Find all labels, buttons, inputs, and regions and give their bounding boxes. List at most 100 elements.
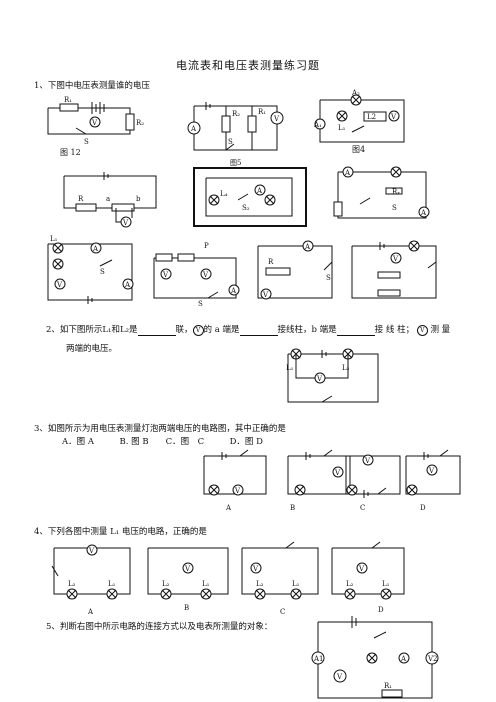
q1-circuit-row3-2: V V A P S [153,242,240,308]
fig5-r2-label: R₂ [232,110,240,118]
svg-text:V: V [428,467,435,475]
svg-text:A: A [92,245,99,253]
svg-text:V: V [202,271,209,279]
voltmeter-icon: V [192,325,204,336]
page-title: 电流表和电压表测量练习题 [176,59,320,72]
question-2-line2: 两端的电压。 [66,344,118,354]
svg-text:A: A [256,187,263,195]
q4b-l1: L₁ [202,580,210,588]
q1-circuit-fig5: A V R₂ R₁ S 图5 [187,102,284,167]
question-1-text: 1、下图中电压表测量谁的电压 [34,81,150,91]
svg-text:V: V [336,673,343,681]
svg-text:V: V [122,219,129,227]
row3-l1-label: L₁ [50,235,58,243]
q1-circuit-fig12: V R₁ R₂ S 图 12 [47,96,144,157]
row3c-r-label: R [268,258,274,266]
fig5-label: 图5 [230,159,241,167]
svg-text:V: V [392,255,399,263]
rx-s-label: S [392,204,397,212]
svg-text:V: V [364,457,371,465]
svg-text:V: V [262,291,269,299]
question-3-text: 3、如图所示为用电压表测量灯泡两端电压的电路图，其中正确的是 [34,424,286,434]
svg-text:V: V [334,469,341,477]
q3-label-a: A [225,504,232,512]
q3-label-c: C [360,504,365,512]
q3-label-b: B [290,504,295,512]
q4a-l2: L₂ [68,580,76,588]
question-5-text: 5、判断右图中所示电路的连接方式以及电表所测量的对象： [46,622,273,632]
q4b-l2: L₂ [162,580,170,588]
svg-text:A: A [124,281,131,289]
q1-circuit-rx: A A Rₓ S [333,166,430,219]
lamps-l4-label: L₄ [220,190,228,198]
svg-text:A1: A1 [313,655,324,663]
q2-l1-label: L₁ [286,364,294,372]
q1-circuit-lamps: A L₄ S₂ [193,167,307,227]
q1-circuit-row3-4: V [351,240,437,299]
q5-circuit: A1 V2 A V R₁ [311,616,439,699]
question-4-text: 4、下列各图中测量 L₁ 电压的电路，正确的是 [34,527,207,537]
q2-l2-label: L₂ [342,364,350,372]
svg-text:V2: V2 [427,655,438,663]
q3-label-d: D [420,504,426,512]
q1-circuit-row3-1: A V A L₁ S [47,235,134,304]
q1-circuit-rheostat: V R a b [63,172,157,228]
svg-text:V: V [358,565,365,573]
svg-text:V: V [162,271,169,279]
rx-label: Rₓ [392,188,400,196]
q3-circuits: V A V B V C V D [203,449,461,512]
lamps-s2-label: S₂ [242,204,250,212]
voltmeter-icon-2: V [416,325,428,336]
q5-r-label: R₁ [384,682,392,690]
fig4-label: 图4 [352,145,365,154]
answer-blank-3[interactable] [336,326,375,336]
fig4-l2-label: L2 [367,113,376,121]
fig4-a1-label: A₁ [313,121,322,129]
fig4-l1-label: L₁ [338,124,346,132]
svg-text:V: V [390,113,397,121]
fig4-a2-label: A₂ [351,89,360,97]
q4-label-d: D [378,606,384,614]
svg-text:V: V [91,119,98,127]
answer-blank-2[interactable] [239,326,278,336]
q4-circuits: V L₂ L₁ A V L₂ L₁ B V L₂ L₁ C V L₂ L₁ D [51,541,405,616]
svg-text:V: V [316,375,323,383]
s-label: S [84,138,89,146]
r2-label: R₂ [136,119,144,127]
q4-label-a: A [87,608,94,616]
row3c-s-label: S [326,274,331,282]
row3-p-label: P [204,242,209,250]
rheostat-b-label: b [136,195,141,203]
fig12-label: 图 12 [60,148,81,157]
svg-text:V: V [56,281,63,289]
fig5-s-label: S [228,138,233,146]
q1-circuit-fig4: V A₂ A₁ L₁ L2 图4 [313,89,405,154]
rheostat-a-label: a [106,195,110,203]
row3-s-label: S [100,268,105,276]
q2-circuit: V L₁ L₂ [286,348,379,403]
r1-label: R₁ [64,96,72,104]
svg-text:A: A [400,655,407,663]
svg-text:A: A [190,125,197,133]
q4c-l2: L₂ [256,580,264,588]
q4c-l1: L₁ [292,580,300,588]
q1-circuit-row3-3: A V R S [257,240,333,300]
q4a-l1: L₁ [108,580,116,588]
fig5-r1-label: R₁ [258,108,266,116]
svg-text:A: A [304,243,311,251]
q4d-l2: L₂ [346,580,354,588]
svg-text:A: A [420,209,427,217]
q4-label-b: B [184,604,189,612]
svg-text:V: V [252,565,259,573]
q4d-l1: L₁ [382,580,390,588]
question-3-options: A．图 A B. 图 B C．图 C D．图 D [62,437,263,447]
svg-text:V: V [184,565,191,573]
rheostat-r-label: R [78,195,84,203]
svg-text:V: V [273,115,280,123]
svg-text:V: V [234,487,241,495]
svg-text:A: A [230,287,237,295]
row3b-s-label: S [198,300,203,308]
answer-blank-1[interactable] [137,326,176,336]
q4-label-c: C [280,608,285,616]
